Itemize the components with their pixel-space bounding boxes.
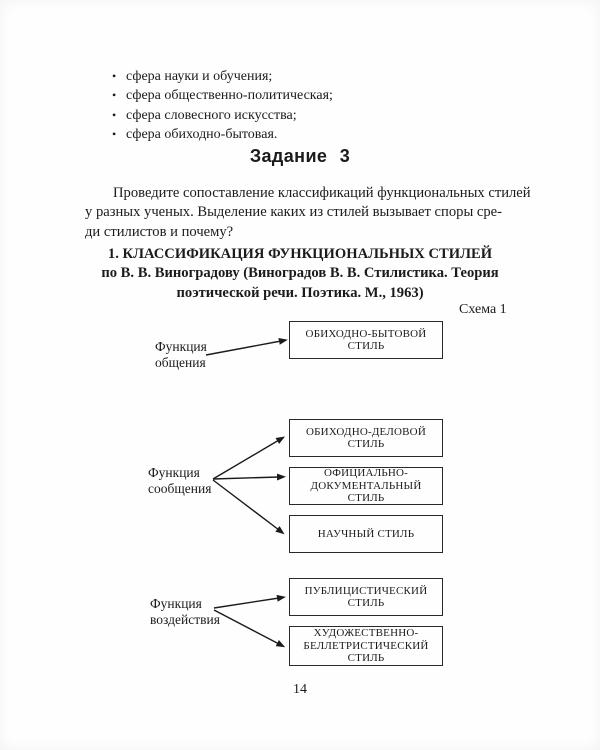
- schema-number-label: Схема 1: [459, 302, 507, 317]
- sphere-bullet-list: • сфера науки и обучения; • сфера общест…: [112, 67, 333, 144]
- list-item: • сфера обиходно-бытовая.: [112, 125, 333, 144]
- task-description-line: Проведите сопоставление классификаций фу…: [113, 185, 531, 201]
- list-item: • сфера науки и обучения;: [112, 67, 333, 86]
- bullet-icon: •: [112, 126, 117, 141]
- task-description-line: ди стилистов и почему?: [85, 223, 234, 240]
- function-label-message: Функция сообщения: [148, 465, 212, 496]
- bullet-icon: •: [112, 88, 117, 103]
- list-item-text: сфера словесного искусства;: [126, 107, 297, 123]
- style-box-official-documentary: ОФИЦИАЛЬНО-ДОКУМЕНТАЛЬНЫЙ СТИЛЬ: [289, 467, 443, 505]
- page-number: 14: [293, 682, 307, 697]
- function-label-communication: Функция общения: [155, 339, 207, 370]
- style-box-everyday: ОБИХОДНО-БЫТОВОЙ СТИЛЬ: [289, 321, 443, 359]
- classification-title-line: поэтической речи. Поэтика. М., 1963): [176, 284, 424, 301]
- list-item-text: сфера общественно-политическая;: [126, 88, 333, 104]
- style-box-fiction: ХУДОЖЕСТВЕННО-БЕЛЛЕТРИСТИЧЕСКИЙ СТИЛЬ: [289, 626, 443, 666]
- task-heading: Задание 3: [249, 146, 351, 166]
- style-box-everyday-business: ОБИХОДНО-ДЕЛОВОЙ СТИЛЬ: [289, 419, 443, 457]
- classification-title-line: по В. В. Виноградову (Виноградов В. В. С…: [101, 265, 499, 282]
- function-label-influence: Функция воздействия: [150, 596, 220, 627]
- bullet-icon: •: [112, 69, 117, 83]
- task-description: Проведите сопоставление классификаций фу…: [85, 184, 531, 242]
- classification-title-line: 1. КЛАССИФИКАЦИЯ ФУНКЦИОНАЛЬНЫХ СТИЛЕЙ: [107, 246, 493, 262]
- style-box-publicistic: ПУБЛИЦИСТИЧЕСКИЙ СТИЛЬ: [289, 578, 443, 616]
- list-item-text: сфера обиходно-бытовая.: [126, 126, 278, 142]
- bullet-icon: •: [112, 107, 117, 122]
- style-box-scientific: НАУЧНЫЙ СТИЛЬ: [289, 515, 443, 553]
- list-item-text: сфера науки и обучения;: [126, 69, 273, 84]
- task-description-line: у разных ученых. Выделение каких из стил…: [85, 204, 503, 221]
- list-item: • сфера словесного искусства;: [112, 106, 333, 125]
- list-item: • сфера общественно-политическая;: [112, 86, 333, 105]
- classification-title: 1. КЛАССИФИКАЦИЯ ФУНКЦИОНАЛЬНЫХ СТИЛЕЙ п…: [0, 245, 600, 303]
